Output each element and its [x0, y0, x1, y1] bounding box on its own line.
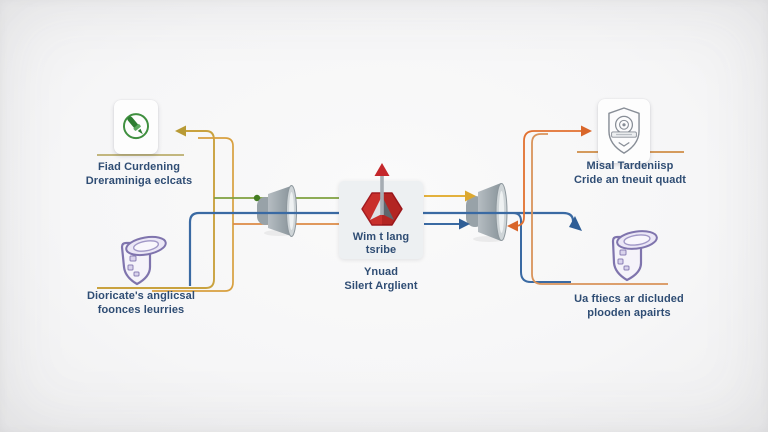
blue-branch-connector	[512, 212, 571, 283]
red-hexagon-arrow-logo	[361, 163, 403, 226]
arrowhead-into-megaphone	[507, 220, 518, 232]
green-circle-marker-icon	[123, 113, 149, 140]
yellow-arrow-to-megaphone	[424, 190, 476, 202]
tan-right-connector	[531, 133, 668, 285]
label-line: Misal Tardeniisp	[586, 160, 674, 172]
arrowhead-left-icon	[175, 125, 186, 137]
label-line: tsribe	[365, 244, 397, 256]
green-dot-marker	[253, 194, 261, 202]
label-line: Wim t lang	[352, 231, 410, 243]
arrowhead-down-right	[569, 216, 582, 231]
purple-container-icon	[120, 235, 167, 286]
center-card-label: Wim t lang tsribe	[339, 231, 423, 257]
label-line: Dioricate's anglicsal	[86, 290, 196, 302]
bottom-right-node-label: Ua ftiecs ar dicluded plooden apairts	[534, 293, 724, 320]
top-right-node-card	[598, 99, 650, 163]
top-left-node-card	[114, 100, 158, 154]
gray-badge-shield-icon	[608, 107, 640, 154]
top-left-node-label: Fiad Curdening Dreraminiga eclcats	[44, 161, 234, 188]
arrowhead-into-top-right	[581, 125, 592, 137]
label-line: Ua ftiecs ar dicluded	[574, 293, 684, 305]
label-line: plooden apairts	[587, 306, 671, 319]
blue-arrow-to-megaphone	[424, 218, 470, 230]
center-caption: Ynuad Silert Arglient	[321, 266, 441, 293]
orange-right-connector	[507, 125, 592, 232]
label-line: Dreraminiga eclcats	[85, 174, 193, 187]
megaphone-icon-left	[257, 185, 297, 237]
top-right-node-label: Misal Tardeniisp Cride an tneuit quadt	[535, 160, 725, 187]
label-line: Cride an tneuit quadt	[573, 173, 687, 186]
label-line: foonces leurries	[97, 303, 185, 316]
purple-container-icon	[611, 230, 658, 282]
label-line: Silert Arglient	[344, 279, 418, 292]
label-line: Ynuad	[363, 266, 399, 278]
arrowhead-right	[459, 218, 470, 230]
bottom-left-node-label: Dioricate's anglicsal foonces leurries	[46, 290, 236, 317]
arrowhead-right	[465, 190, 476, 202]
label-line: Fiad Curdening	[97, 161, 181, 173]
